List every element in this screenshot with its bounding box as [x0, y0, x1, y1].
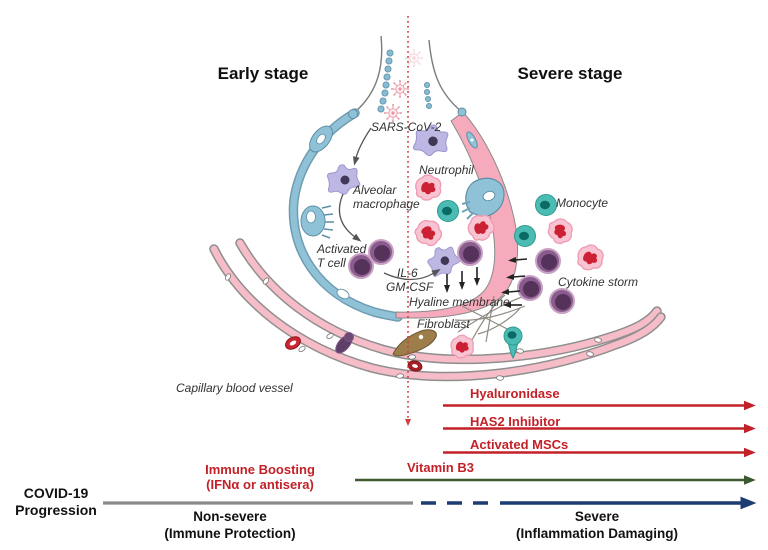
cytokine-storm-label: Cytokine storm: [558, 275, 639, 289]
rbc-icon: [285, 336, 423, 372]
alveolar-macrophage-line2: macrophage: [353, 197, 420, 211]
has2-inhibitor-label: HAS2 Inhibitor: [470, 414, 561, 429]
activated-t-cell-label: Activated T cell: [317, 242, 366, 270]
severe-label: Severe: [574, 509, 620, 524]
collagen-fibers: [454, 294, 526, 343]
monocyte-transmigrating: [503, 326, 523, 359]
fibroblast-icon: [392, 329, 437, 357]
immune-boosting-label: Immune Boosting (IFNα or antisera): [172, 462, 348, 492]
gm-csf-label: GM-CSF: [386, 280, 434, 294]
transmigrating-purple-cell: [335, 332, 354, 354]
monocyte-icons: [437, 194, 557, 359]
sars-cov-2-label: SARS-CoV-2: [371, 120, 442, 134]
alveolar-wall-early: [288, 108, 403, 322]
process-arrows: [338, 127, 441, 281]
immune-boosting-line1: Immune Boosting: [205, 462, 315, 477]
hyaluronidase-label: Hyaluronidase: [470, 386, 560, 401]
endothelial-nuclei: [225, 273, 602, 381]
monocyte-label: Monocyte: [556, 196, 609, 210]
il6-label: IL-6: [397, 266, 418, 280]
airway-walls: [354, 35, 463, 113]
immune-protection-label: (Immune Protection): [164, 526, 296, 541]
non-severe-label: Non-severe: [193, 509, 267, 524]
severe-stage-title: Severe stage: [517, 64, 623, 83]
neutrophil-label: Neutrophil: [419, 163, 474, 177]
immune-boosting-line2: (IFNα or antisera): [206, 477, 314, 492]
migration-arrows: [444, 256, 528, 308]
stage-divider-line: [405, 16, 411, 426]
airway-epithelium-beads: [377, 49, 432, 113]
fibroblast-label: Fibroblast: [417, 317, 470, 331]
treatment-arrow-group: [355, 400, 756, 485]
alveolar-macrophage-label: Alveolar macrophage: [353, 183, 420, 211]
early-stage-title: Early stage: [217, 64, 309, 83]
covid19-progression-label: COVID-19 Progression: [4, 485, 108, 518]
covid19-line1: COVID-19: [23, 485, 89, 501]
activated-t-cell-line2: T cell: [317, 256, 346, 270]
capillary-blood-vessel-label: Capillary blood vessel: [176, 381, 293, 395]
hyaline-membrane-label: Hyaline membrane: [409, 295, 510, 309]
covid19-line2: Progression: [15, 501, 97, 518]
alveolar-macrophage-line1: Alveolar: [353, 183, 397, 197]
capillary-vessel: [209, 238, 666, 382]
activated-mscs-label: Activated MSCs: [470, 437, 569, 452]
inflammation-damaging-label: (Inflammation Damaging): [515, 526, 678, 541]
vitamin-b3-label: Vitamin B3: [407, 460, 474, 475]
activated-t-cell-line1: Activated: [317, 242, 367, 256]
